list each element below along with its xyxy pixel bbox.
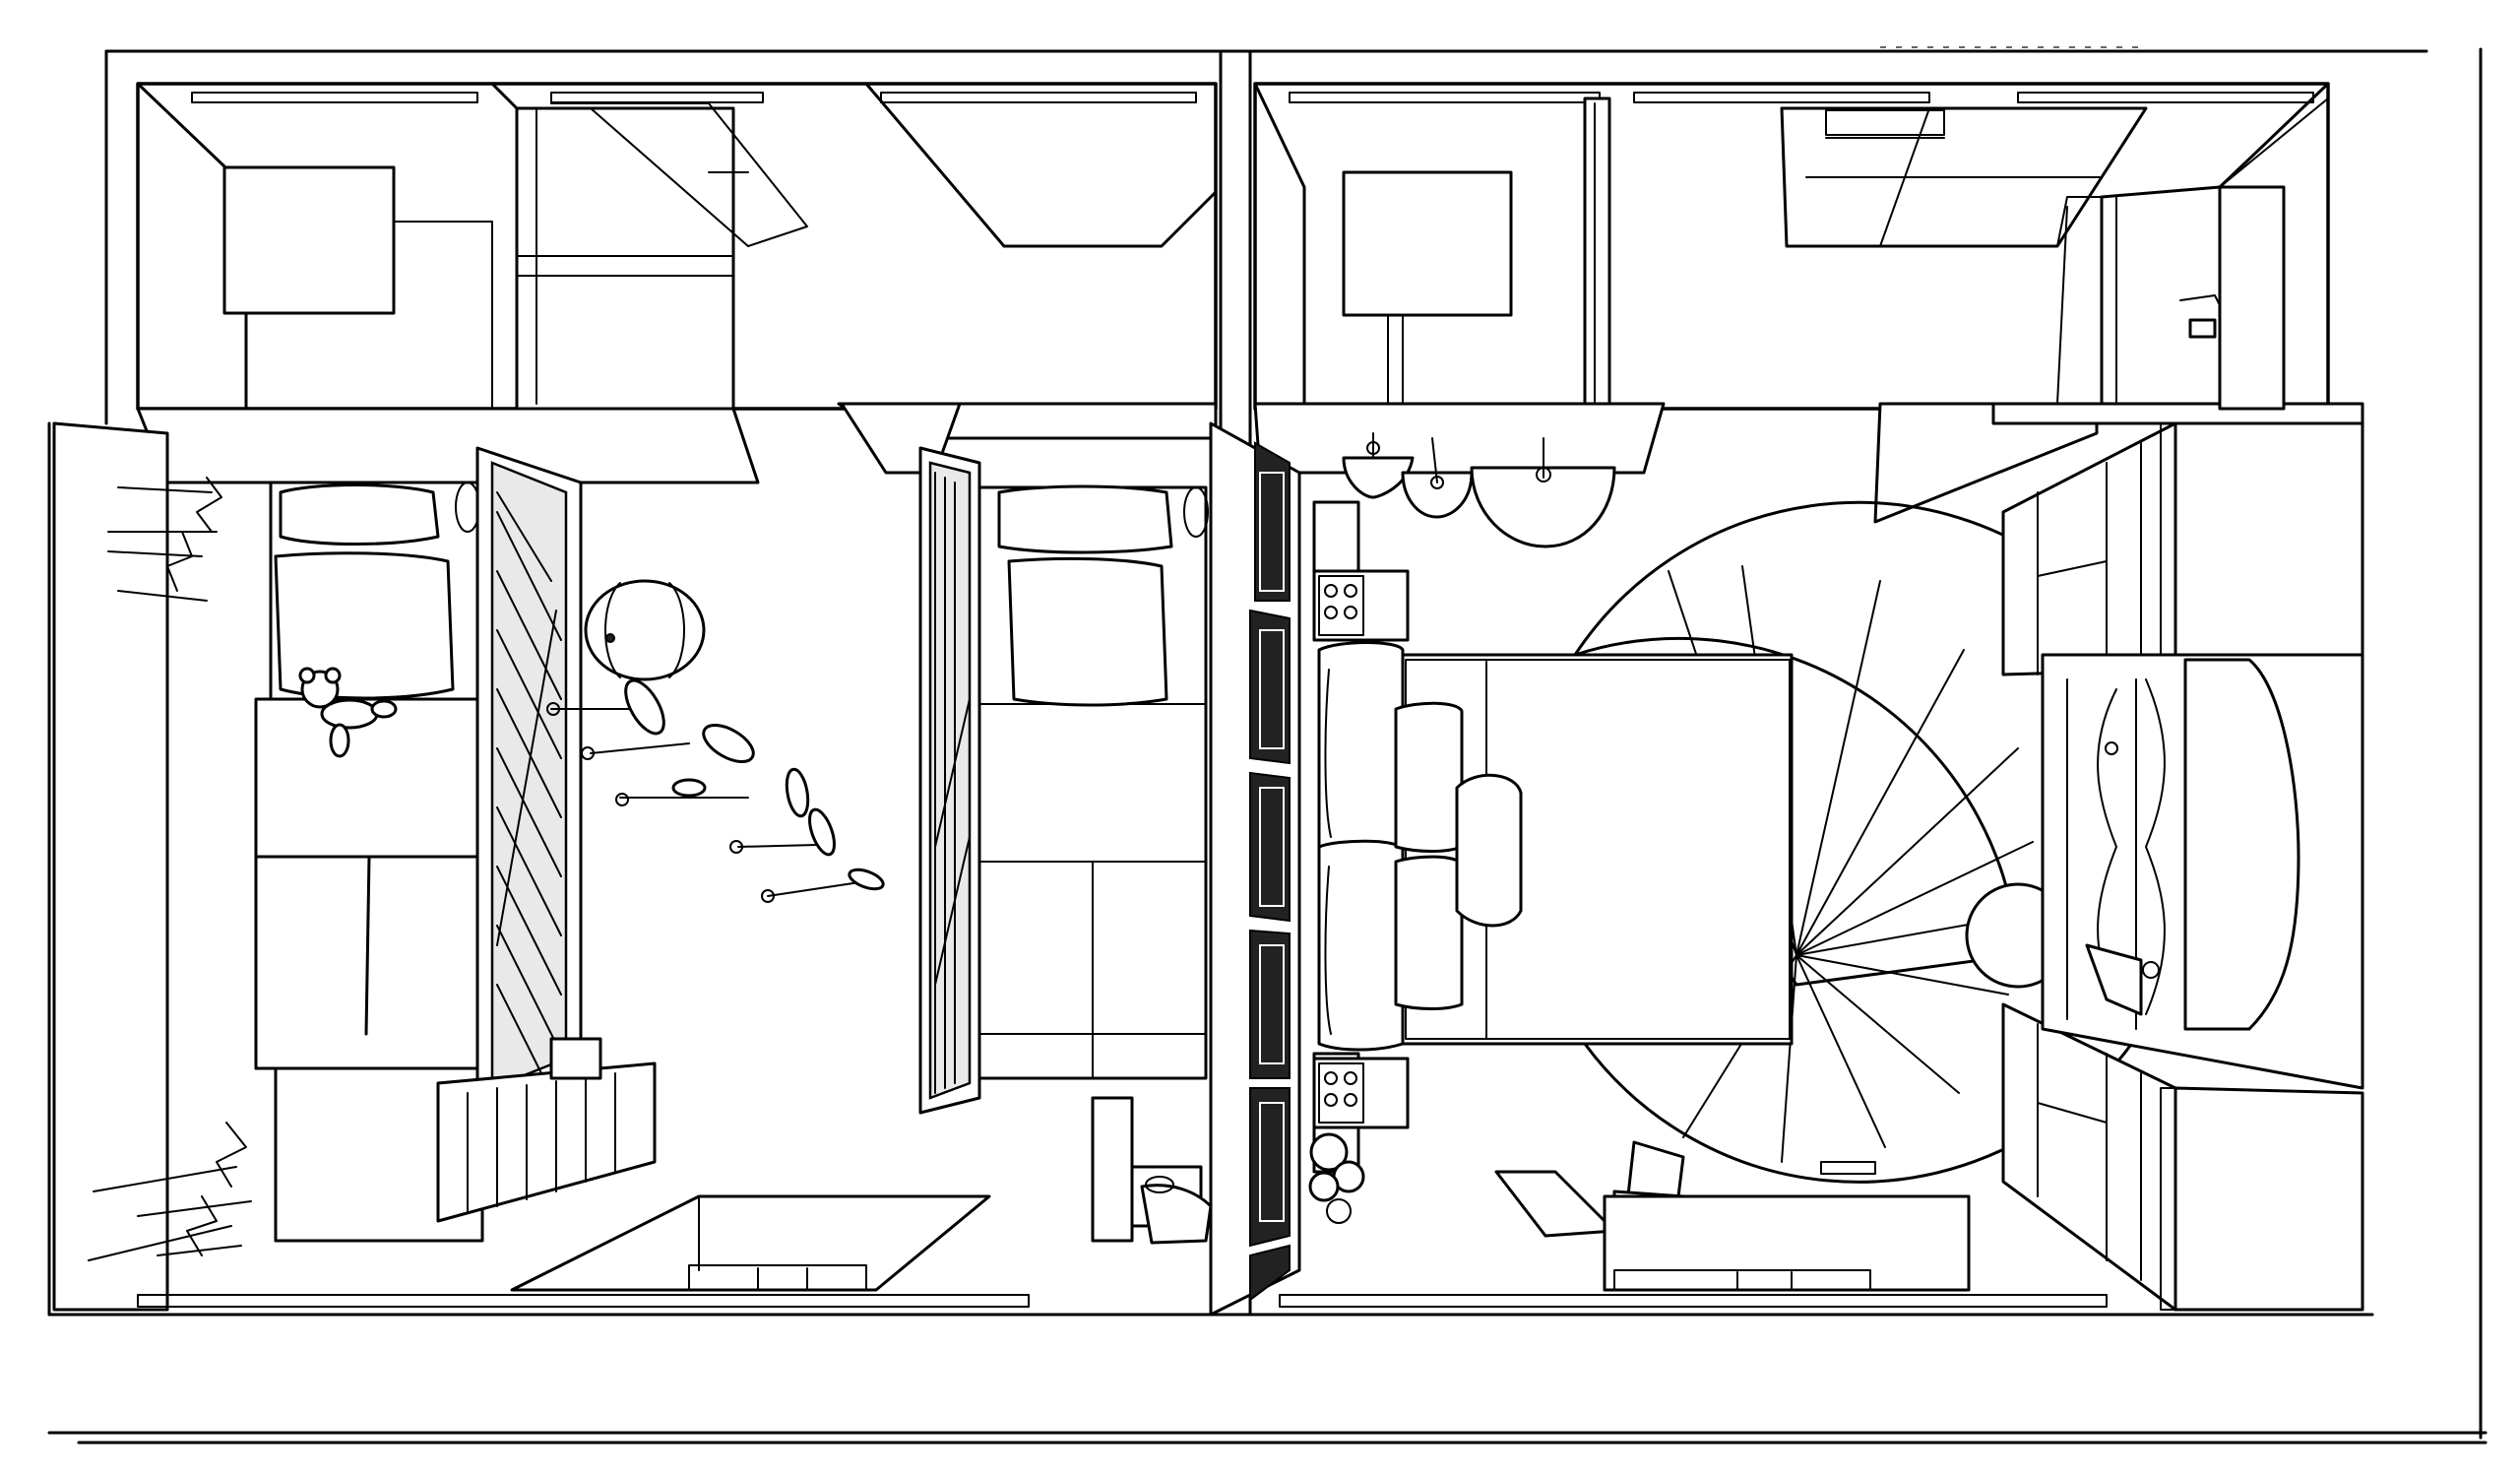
corridor-cabinet xyxy=(1091,1096,1213,1245)
sofa-bed xyxy=(254,481,484,1243)
floor-pouf xyxy=(584,579,706,681)
wardrobe-right xyxy=(2001,421,2364,1312)
plant-icon xyxy=(1308,1132,1365,1224)
bathtub-niche xyxy=(2041,653,2364,1090)
double-bed xyxy=(1317,641,1794,1052)
framed-pictures xyxy=(1209,421,1301,1317)
toy-rings xyxy=(546,678,885,903)
wall-shelf xyxy=(136,402,2364,524)
desk-chair xyxy=(1279,1140,2108,1308)
ladder xyxy=(436,1037,657,1223)
wall-hooks xyxy=(52,421,252,1312)
entry-door xyxy=(2100,97,2329,411)
desk-window xyxy=(137,1194,1030,1308)
teddy-bear-icon xyxy=(298,667,398,758)
side-tables xyxy=(1308,500,1410,1224)
master-top-closet xyxy=(1342,96,2148,406)
middle-bunk-room xyxy=(840,402,1209,1115)
slatted-partition xyxy=(475,446,583,1105)
pendant-lamps xyxy=(1342,432,1616,548)
